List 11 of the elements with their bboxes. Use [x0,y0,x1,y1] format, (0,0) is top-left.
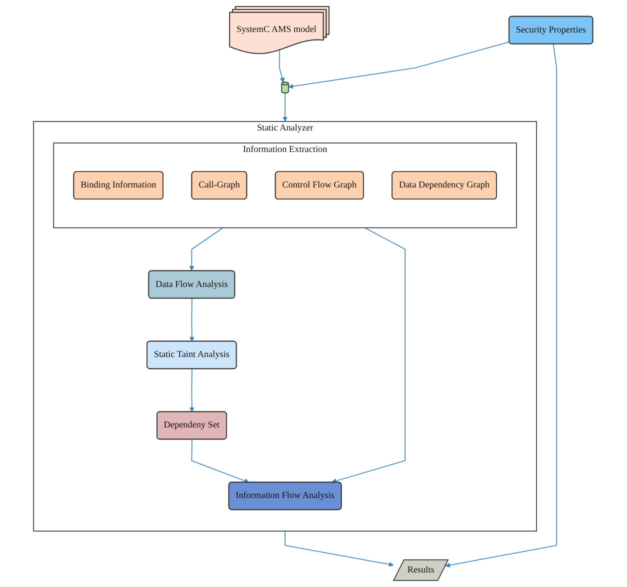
arrow [288,42,510,89]
arrow [190,298,195,342]
arrow [332,227,406,484]
arrow [190,227,224,271]
arrow [284,530,394,567]
arrow [190,368,195,412]
arrow [192,439,250,484]
arrow [282,92,288,122]
arrow [446,44,558,568]
arrow [279,50,285,83]
node-cylinder [282,82,290,94]
